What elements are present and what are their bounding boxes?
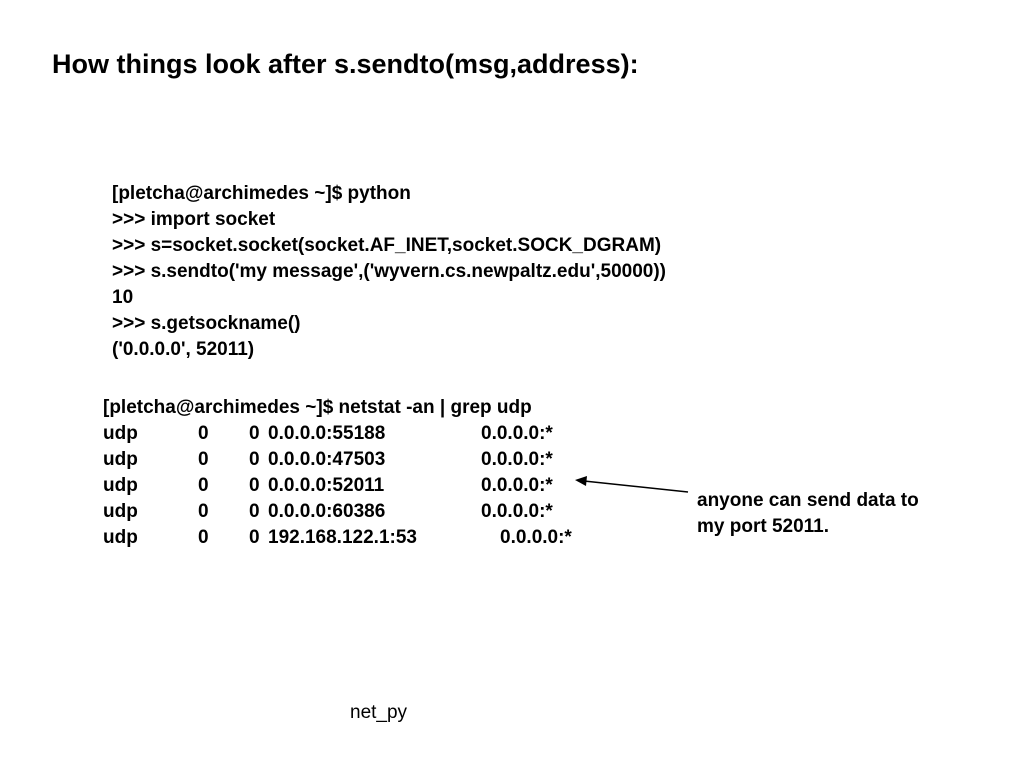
netstat-foreign-address: 0.0.0.0:* [481,449,553,470]
netstat-recv-q: 0 [198,423,209,444]
netstat-local-address: 0.0.0.0:55188 [268,423,386,444]
arrow-line [583,480,689,493]
slide-title: How things look after s.sendto(msg,addre… [52,49,639,79]
session-line: >>> s.sendto('my message',('wyvern.cs.ne… [112,261,666,282]
netstat-local-address: 0.0.0.0:52011 [268,475,385,496]
slide-footer: net_py [350,702,408,723]
netstat-row: udp 0 0 192.168.122.1:53 0.0.0.0:* [103,525,572,551]
netstat-send-q: 0 [249,423,260,444]
netstat-foreign-address: 0.0.0.0:* [481,501,553,522]
netstat-proto: udp [103,475,138,496]
annotation-line: my port 52011. [697,516,830,537]
netstat-local-address: 0.0.0.0:47503 [268,449,386,470]
session-line: ('0.0.0.0', 52011) [112,339,255,360]
netstat-output: [pletcha@archimedes ~]$ netstat -an | gr… [103,395,572,551]
annotation-note: anyone can send data to my port 52011. [697,488,919,540]
netstat-recv-q: 0 [198,449,209,470]
arrow-head [575,476,587,486]
netstat-row: udp 0 0 0.0.0.0:55188 0.0.0.0:* [103,421,553,447]
python-session: [pletcha@archimedes ~]$ python >>> impor… [112,181,666,363]
netstat-foreign-address: 0.0.0.0:* [481,475,553,496]
session-line: [pletcha@archimedes ~]$ python [112,183,411,204]
netstat-foreign-address: 0.0.0.0:* [481,423,553,444]
netstat-send-q: 0 [249,527,260,548]
netstat-send-q: 0 [249,475,260,496]
session-line: >>> import socket [112,209,276,230]
netstat-foreign-address: 0.0.0.0:* [500,527,572,548]
netstat-recv-q: 0 [198,501,209,522]
netstat-proto: udp [103,527,138,548]
netstat-proto: udp [103,501,138,522]
netstat-row: udp 0 0 0.0.0.0:52011 0.0.0.0:* [103,473,553,499]
session-line: >>> s.getsockname() [112,313,301,334]
netstat-local-address: 192.168.122.1:53 [268,527,417,548]
netstat-send-q: 0 [249,501,260,522]
netstat-recv-q: 0 [198,527,209,548]
netstat-proto: udp [103,423,138,444]
session-line: 10 [112,287,134,308]
netstat-send-q: 0 [249,449,260,470]
netstat-row: udp 0 0 0.0.0.0:60386 0.0.0.0:* [103,499,553,525]
annotation-line: anyone can send data to [697,490,919,511]
netstat-local-address: 0.0.0.0:60386 [268,501,386,522]
netstat-row: udp 0 0 0.0.0.0:47503 0.0.0.0:* [103,447,553,473]
netstat-recv-q: 0 [198,475,209,496]
netstat-proto: udp [103,449,138,470]
session-line: >>> s=socket.socket(socket.AF_INET,socke… [112,235,662,256]
netstat-command: [pletcha@archimedes ~]$ netstat -an | gr… [103,397,532,418]
